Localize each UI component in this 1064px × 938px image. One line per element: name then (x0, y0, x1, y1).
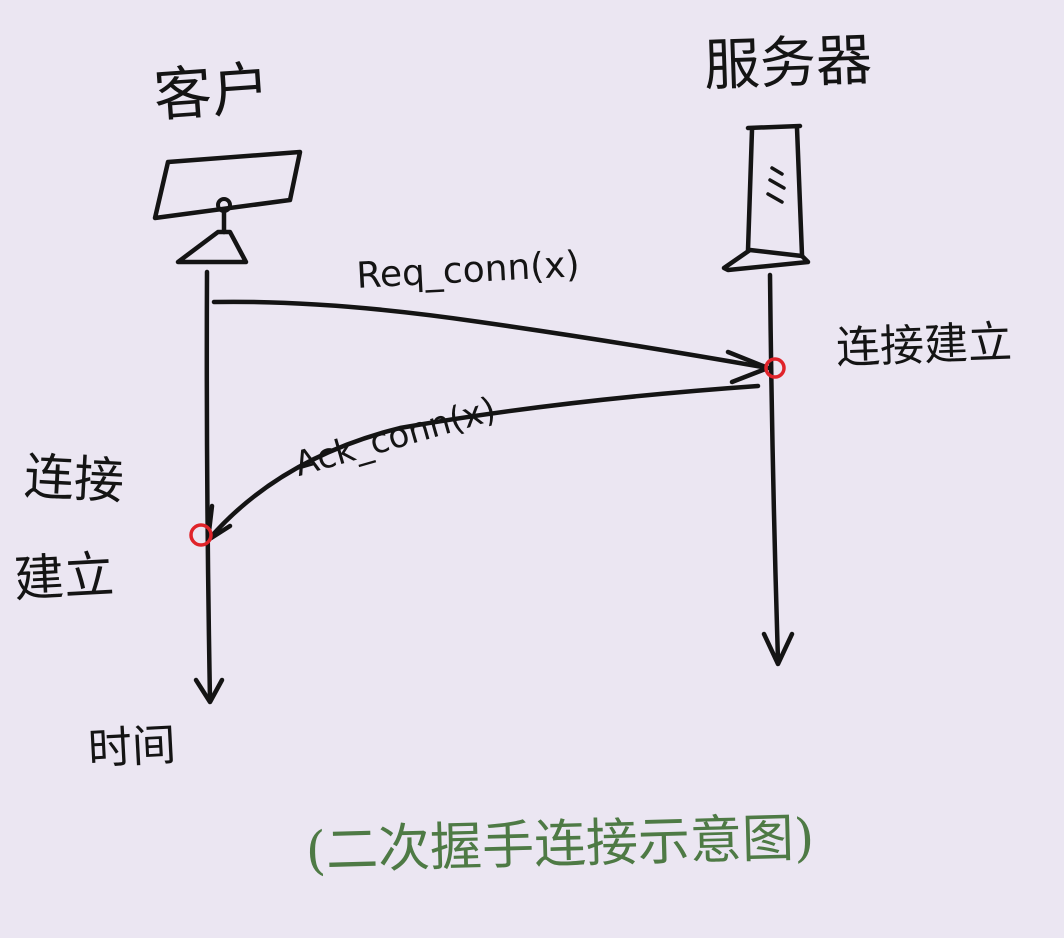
diagram-caption: (二次握手连接示意图) (305, 808, 815, 881)
client-label: 客户 (152, 54, 272, 130)
client-state-line2: 建立 (12, 545, 115, 608)
server-connection-marker (764, 357, 786, 379)
computer-monitor-icon (152, 149, 303, 265)
client-lifeline (193, 269, 225, 705)
request-arrow (211, 299, 771, 385)
ack-message-label: Ack_conn(x) (290, 389, 500, 485)
server-label: 服务器 (703, 28, 873, 99)
client-connection-marker (189, 523, 213, 547)
server-state-label: 连接建立 (835, 317, 1013, 374)
server-lifeline (761, 272, 795, 667)
time-label: 时间 (87, 720, 178, 776)
request-message-label: Req_conn(x) (355, 244, 580, 297)
client-state-line1: 连接 (23, 447, 126, 510)
server-tower-icon (721, 123, 811, 273)
